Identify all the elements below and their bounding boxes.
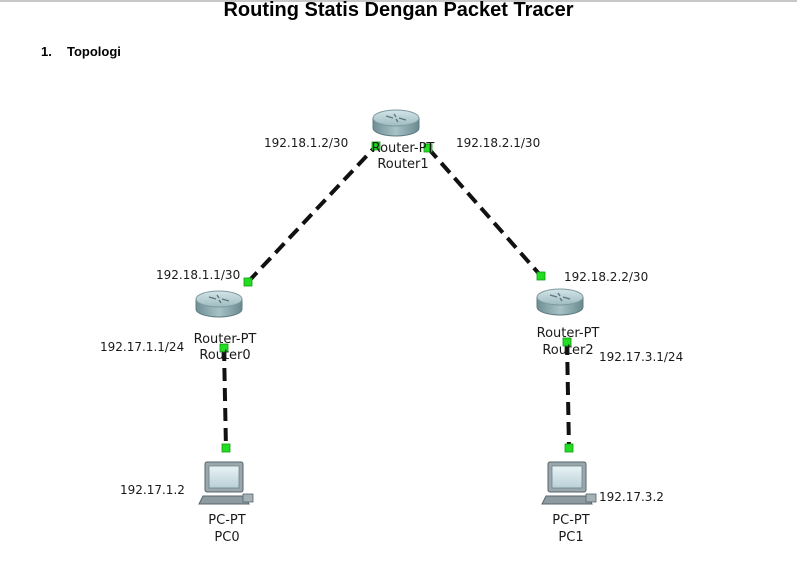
pc0-name-label: PC0 [214,530,239,545]
section-number: 1. [41,44,52,59]
port-dot-router2-bottom [562,337,572,347]
ip-r2-to-r1: 192.18.2.2/30 [564,270,648,284]
ip-labels: 192.18.1.2/30 192.18.2.1/30 192.18.1.1/3… [100,136,683,504]
pc0-icon[interactable] [198,461,254,505]
port-dot-router1-left [371,141,381,151]
port-dot-router1-right [423,143,433,153]
router2-type-label: Router-PT [537,326,600,341]
link-router1-router2 [426,146,543,278]
port-status-dots [219,141,574,453]
port-dot-router2-top [536,271,546,281]
ip-r1-to-r0: 192.18.1.2/30 [264,136,348,150]
pc1-name-label: PC1 [558,530,583,545]
router2-name-label: Router2 [542,343,593,358]
ip-r0-lan: 192.17.1.1/24 [100,340,184,354]
section-title: Topologi [67,44,121,59]
port-dot-router0-top [243,277,253,287]
router0-name-label: Router0 [199,348,250,363]
pc0-type-label: PC-PT [208,513,245,528]
links [222,144,571,450]
router0-type-label: Router-PT [194,332,257,347]
link-router0-pc0 [222,347,228,450]
top-rule [0,0,797,2]
pc1-type-label: PC-PT [552,513,589,528]
router1-icon[interactable] [372,109,420,137]
router1-type-label: Router-PT [372,141,435,156]
link-router2-pc1 [565,341,571,450]
router2-icon[interactable] [536,288,584,316]
pc1-icon[interactable] [541,461,597,505]
router1-name-label: Router1 [377,157,428,172]
port-dot-pc0 [221,443,231,453]
section-heading: 1. Topologi [41,44,121,60]
link-router0-router1 [246,144,378,284]
ip-r2-lan: 192.17.3.1/24 [599,350,683,364]
router0-icon[interactable] [195,290,243,318]
device-labels: Router-PT Router1 Router-PT Router0 Rout… [194,141,600,545]
port-dot-router0-bottom [219,343,229,353]
port-dot-pc1 [564,443,574,453]
ip-pc1: 192.17.3.2 [599,490,664,504]
ip-r1-to-r2: 192.18.2.1/30 [456,136,540,150]
document-title: Routing Statis Dengan Packet Tracer [223,0,574,21]
ip-r0-to-r1: 192.18.1.1/30 [156,268,240,282]
ip-pc0: 192.17.1.2 [120,483,185,497]
